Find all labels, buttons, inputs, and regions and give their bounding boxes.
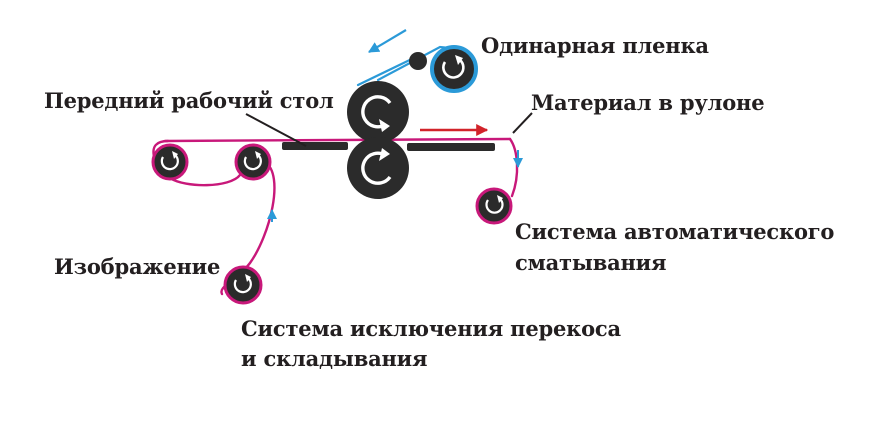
image-label: Изображение — [54, 254, 221, 279]
direction-arrows — [267, 29, 523, 222]
worktable — [282, 142, 495, 151]
media-path-bottom-left — [168, 173, 242, 187]
media-roller-middle — [234, 143, 272, 181]
idler-roller — [409, 52, 427, 70]
front-table-leader — [245, 113, 307, 147]
lower-pressure-roller — [347, 137, 409, 199]
rotation-arrow-icon — [361, 148, 392, 185]
rotation-arrow-icon — [233, 274, 252, 294]
auto-winding-label-line1: Система автоматического — [515, 219, 835, 244]
rotation-arrow-icon — [442, 55, 465, 79]
media-roller-left — [151, 143, 189, 181]
leader-lines — [245, 112, 533, 147]
film-supply-roller — [430, 45, 478, 93]
single-film-label: Одинарная пленка — [481, 33, 709, 58]
front-table-bar — [282, 142, 348, 150]
skew-system-label-line1: Система исключения перекоса — [241, 316, 621, 341]
media-path-top — [163, 137, 512, 143]
auto-rewind-roller — [475, 187, 513, 225]
skew-correction-roller — [223, 265, 263, 305]
skew-system-label-line2: и складывания — [241, 346, 428, 371]
upper-pressure-roller — [347, 81, 409, 143]
rear-table-bar — [407, 143, 495, 151]
film-path-web-lower — [356, 54, 420, 87]
auto-winding-label-line2: сматывания — [515, 250, 667, 275]
film-entry-arrow-icon — [368, 29, 407, 53]
rotation-arrow-icon — [361, 95, 392, 132]
roll-material-label: Материал в рулоне — [531, 90, 765, 115]
rotation-arrow-icon — [160, 151, 179, 171]
rotation-arrow-icon — [485, 195, 504, 214]
front-table-label: Передний рабочий стол — [44, 88, 334, 113]
rotation-arrow-icon — [243, 151, 262, 171]
roll-material-leader — [512, 112, 533, 134]
media-path-to-rewind — [508, 137, 519, 198]
